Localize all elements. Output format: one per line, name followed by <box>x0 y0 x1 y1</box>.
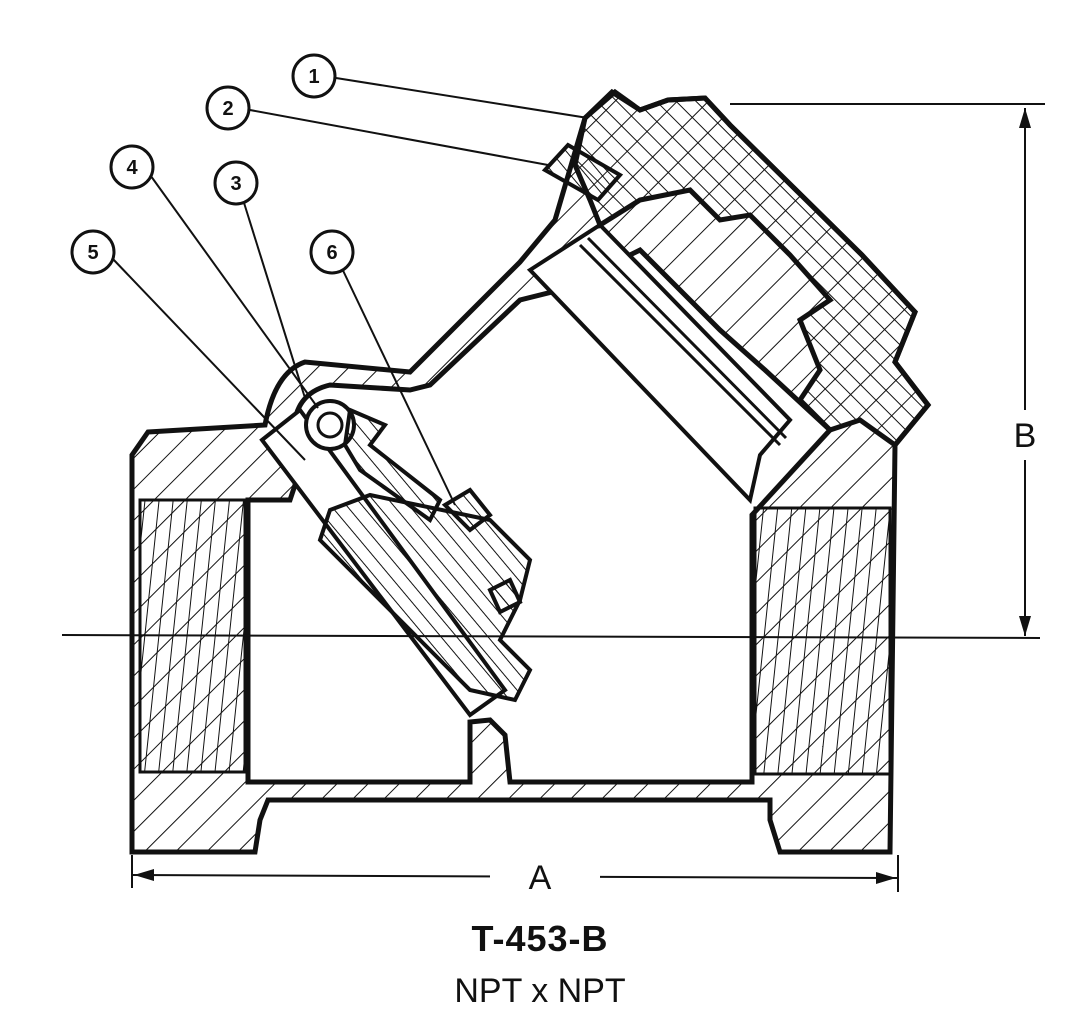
connection-type: NPT x NPT <box>454 972 626 1010</box>
dimension-a-label: A <box>529 859 552 897</box>
model-code: T-453-B <box>471 918 609 959</box>
callout-4: 4 <box>109 144 155 190</box>
svg-text:4: 4 <box>126 157 138 179</box>
callout-3: 3 <box>213 160 259 206</box>
centerline <box>61 634 1041 639</box>
svg-text:2: 2 <box>222 98 233 120</box>
dimension-b-label: B <box>1014 417 1037 455</box>
callout-2: 2 <box>205 85 251 131</box>
svg-text:3: 3 <box>230 173 241 195</box>
callout-6: 6 <box>309 229 355 275</box>
svg-text:6: 6 <box>326 242 337 264</box>
cap-gasket <box>541 142 624 203</box>
cap <box>572 88 932 449</box>
disc-nut <box>441 487 493 533</box>
svg-text:5: 5 <box>87 242 98 264</box>
svg-text:1: 1 <box>308 66 319 88</box>
callout-5: 5 <box>70 229 116 275</box>
outlet-threads <box>753 506 892 776</box>
disc-holder <box>317 492 533 703</box>
disc-stud <box>487 577 523 615</box>
hinge-arm <box>342 407 443 523</box>
strainer-screen <box>526 222 793 505</box>
callout-1: 1 <box>291 53 337 99</box>
